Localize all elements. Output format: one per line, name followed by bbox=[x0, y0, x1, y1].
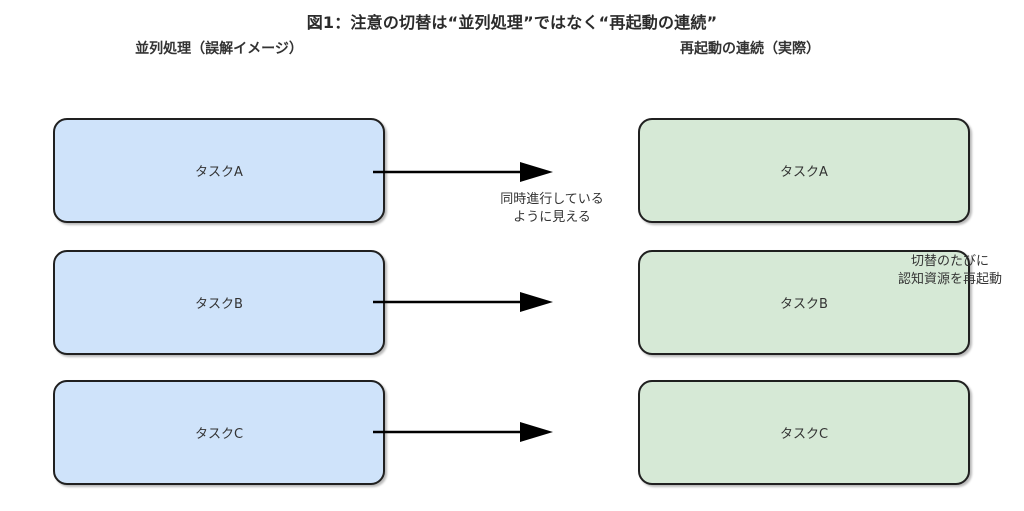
right-task-box-a: タスクA bbox=[638, 118, 970, 223]
right-task-label-a: タスクA bbox=[780, 165, 828, 180]
left-task-label-c: タスクC bbox=[194, 427, 244, 442]
note-simultaneous-line1: 同時進行している bbox=[500, 192, 604, 207]
left-task-box-a: タスクA bbox=[53, 118, 385, 223]
note-switch-restart: 切替のたびに 認知資源を再起動 bbox=[872, 253, 1024, 289]
arrow-task-a bbox=[373, 162, 553, 182]
right-task-label-b: タスクB bbox=[780, 297, 828, 312]
left-task-label-a: タスクA bbox=[195, 165, 243, 180]
note-simultaneous-line2: ように見える bbox=[513, 210, 591, 225]
right-column-header: 再起動の連続（実際） bbox=[680, 41, 820, 57]
diagram-title: 図1：注意の切替は“並列処理”ではなく“再起動の連続” bbox=[306, 13, 718, 32]
right-task-label-c: タスクC bbox=[779, 427, 829, 442]
right-task-box-c: タスクC bbox=[638, 380, 970, 485]
note-switch-line1: 切替のたびに bbox=[910, 254, 989, 269]
right-task-box-b: タスクB bbox=[638, 250, 970, 355]
left-column-header: 並列処理（誤解イメージ） bbox=[135, 41, 303, 57]
note-simultaneous: 同時進行している ように見える bbox=[472, 191, 632, 227]
arrow-task-b bbox=[373, 292, 553, 312]
left-task-box-b: タスクB bbox=[53, 250, 385, 355]
note-switch-line2: 認知資源を再起動 bbox=[897, 272, 1002, 287]
left-task-box-c: タスクC bbox=[53, 380, 385, 485]
left-task-label-b: タスクB bbox=[195, 297, 243, 312]
arrow-task-c bbox=[373, 422, 553, 442]
